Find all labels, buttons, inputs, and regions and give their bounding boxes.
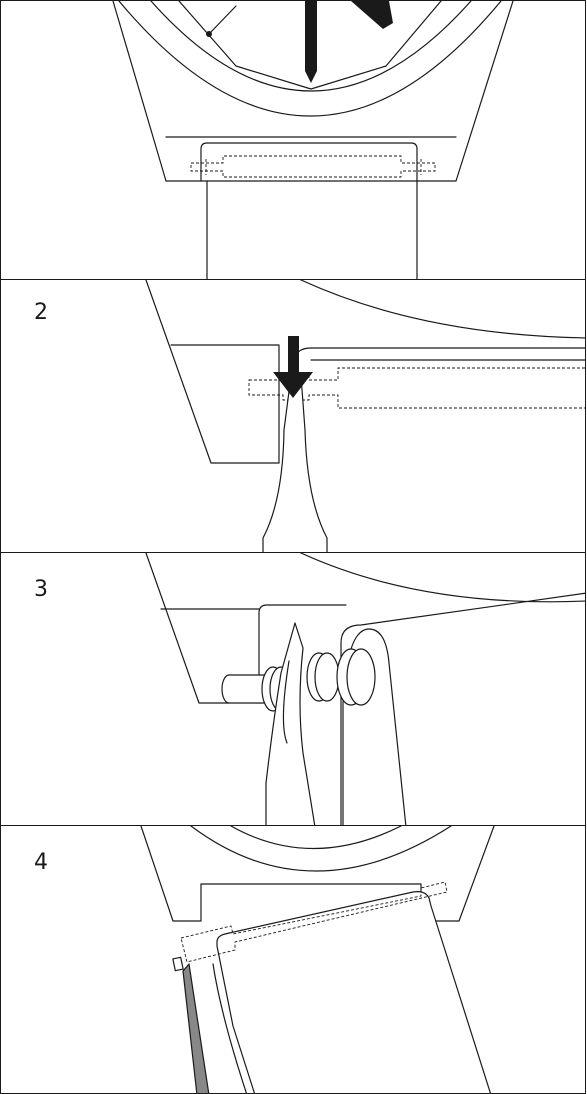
case-lugs	[112, 1, 514, 182]
bezel-inner	[150, 1, 472, 92]
tool-blade	[182, 963, 210, 1093]
hand-icon	[305, 1, 317, 83]
tool-edge	[212, 963, 247, 1093]
strap-body	[206, 180, 418, 279]
case-step	[258, 604, 347, 704]
step-4-panel: 4	[0, 825, 586, 1094]
step-2-panel: 2	[0, 279, 586, 553]
strap-top	[340, 592, 585, 825]
bezel-outer	[190, 826, 452, 872]
hand-icon-2	[351, 1, 393, 29]
index-marker	[208, 5, 237, 35]
step-1-illustration	[112, 1, 514, 279]
step-4-illustration: 4	[34, 826, 495, 1093]
bezel-inner	[230, 826, 402, 850]
spring-bar-tool	[265, 622, 316, 825]
strap-piece	[216, 891, 491, 1093]
pin-end	[172, 956, 184, 972]
spring-bar-hidden	[190, 155, 436, 178]
step-3-panel: 3	[0, 552, 586, 826]
step-number: 4	[34, 850, 48, 875]
bezel-outer	[118, 1, 502, 117]
down-arrow-icon	[273, 336, 313, 398]
step-number: 3	[34, 577, 48, 602]
case-lug	[145, 553, 230, 704]
case-lug	[145, 280, 280, 464]
strap-end	[200, 142, 418, 182]
spring-bar-pins	[205, 159, 422, 175]
spring-bar-tool	[262, 375, 328, 552]
case-curve	[300, 280, 585, 339]
step-number: 2	[34, 300, 48, 325]
step-3-illustration: 3	[34, 553, 585, 825]
tool-edge	[282, 660, 290, 744]
pin-shaft-fill	[229, 675, 267, 703]
spring-bar-hidden	[180, 881, 448, 963]
case-curve	[300, 553, 585, 603]
index-dot	[206, 31, 212, 37]
case-lugs	[140, 826, 495, 922]
step-1-panel	[0, 0, 586, 280]
dial-edge	[178, 1, 442, 90]
step-2-illustration: 2	[34, 280, 585, 552]
